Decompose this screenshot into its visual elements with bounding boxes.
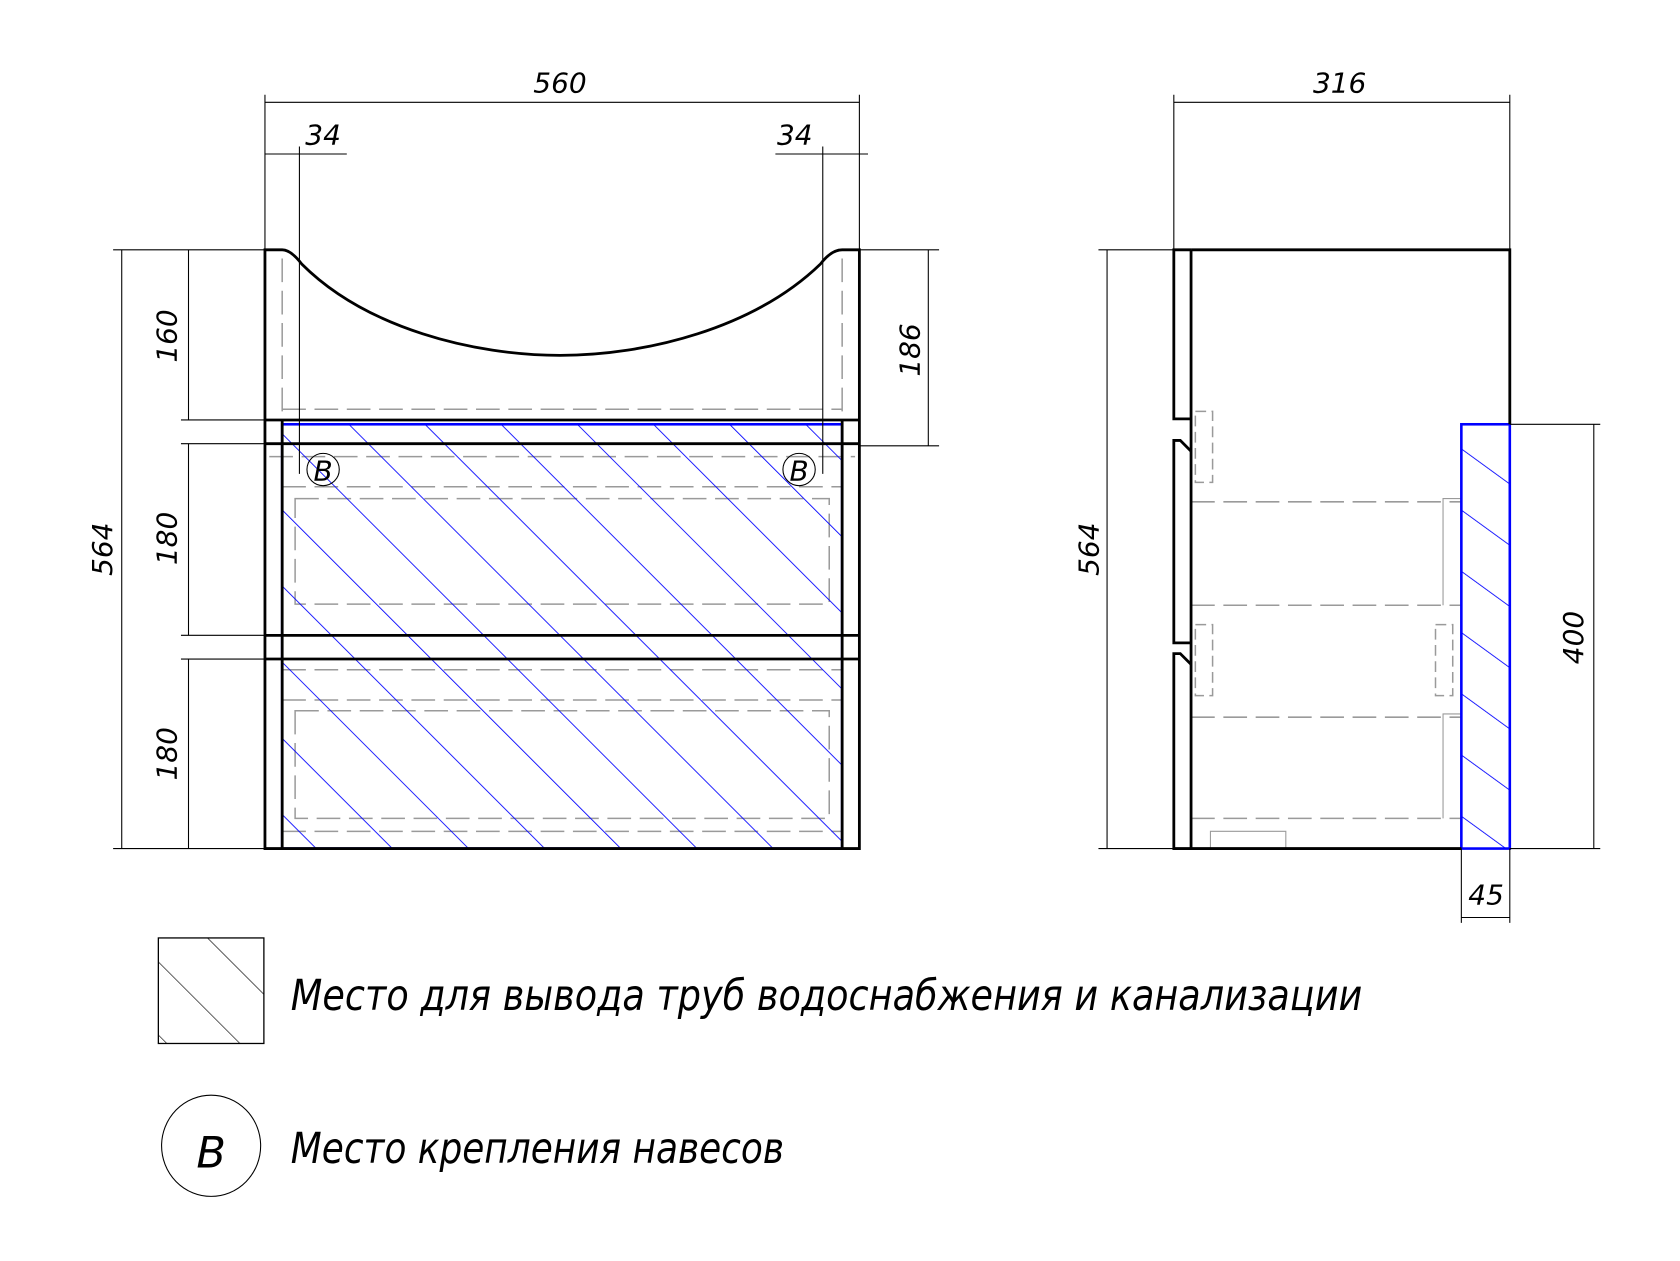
dim-drawer-2: 180 bbox=[151, 727, 184, 780]
side-view: 316 564 400 45 bbox=[1072, 67, 1601, 923]
pipe-zone-side bbox=[1460, 422, 1512, 850]
dim-drawer-1: 180 bbox=[151, 512, 184, 565]
dim-width: 560 bbox=[533, 67, 586, 100]
cabinet-outline-front bbox=[263, 248, 861, 850]
side-dimensions: 316 564 400 45 bbox=[1072, 67, 1601, 923]
side-hidden-lines bbox=[1191, 410, 1462, 849]
cabinet-outline-side bbox=[1172, 248, 1512, 850]
dim-top-section: 160 bbox=[151, 309, 184, 362]
dim-depth: 316 bbox=[1313, 67, 1366, 100]
marker-label: B bbox=[789, 454, 808, 487]
mount-marker-right: B bbox=[782, 452, 816, 487]
marker-label: B bbox=[314, 454, 333, 487]
dim-height: 564 bbox=[86, 522, 119, 575]
dim-basin-depth: 186 bbox=[894, 323, 927, 376]
legend: Место для вывода труб водоснабжения и ка… bbox=[157, 937, 1362, 1197]
dim-pipe-zone-height: 400 bbox=[1557, 611, 1590, 664]
hatch-swatch bbox=[157, 937, 265, 1045]
legend-hatch-item: Место для вывода труб водоснабжения и ка… bbox=[157, 937, 1362, 1045]
dim-inset-right: 34 bbox=[777, 118, 813, 151]
front-dimensions: 560 34 34 564 160 180 180 186 bbox=[86, 67, 940, 850]
mount-marker-left: B bbox=[306, 452, 340, 487]
dim-side-height: 564 bbox=[1072, 522, 1105, 575]
legend-marker-symbol: B bbox=[196, 1128, 226, 1178]
legend-marker-label: Место крепления навесов bbox=[291, 1124, 784, 1174]
legend-marker-item: B Место крепления навесов bbox=[161, 1094, 784, 1197]
dim-inset-left: 34 bbox=[305, 118, 341, 151]
dim-pipe-zone-depth: 45 bbox=[1468, 879, 1504, 912]
legend-hatch-label: Место для вывода труб водоснабжения и ка… bbox=[291, 971, 1362, 1021]
front-view: B B 560 34 34 564 bbox=[86, 67, 940, 850]
